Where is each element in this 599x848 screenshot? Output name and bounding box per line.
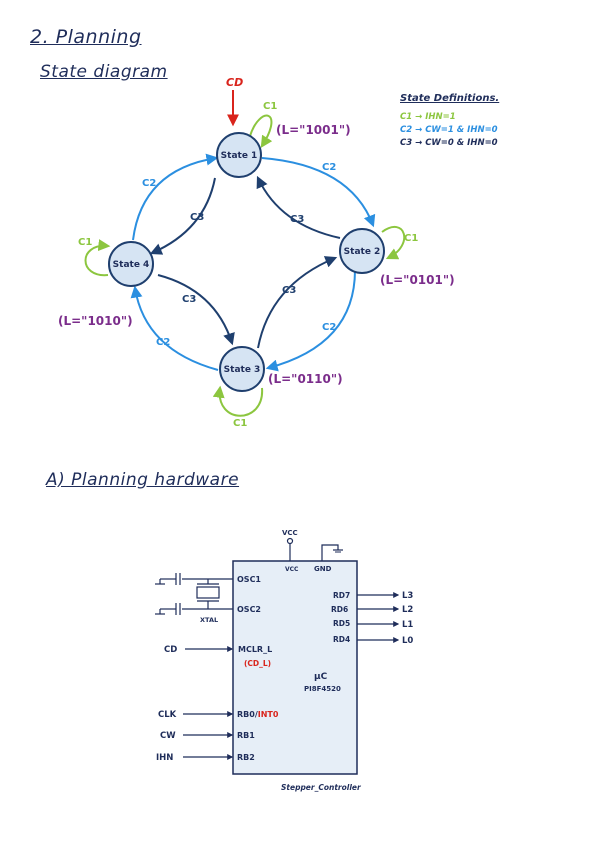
rb0-pin-label: RB0/INT0: [237, 710, 279, 719]
loop-c1-s1: [249, 114, 273, 149]
crystal: [196, 586, 220, 599]
rd5-pin-label: RD5: [333, 619, 350, 628]
gnd-pin-label: GND: [314, 565, 332, 573]
mcu-part-label: PI8F4520: [304, 685, 341, 693]
mclr-note: (CD_L): [244, 659, 271, 668]
osc1-pin-label: OSC1: [237, 575, 261, 584]
definition-c3: C3 → CW=0 & IHN=0: [400, 138, 498, 148]
definition-c1: C1 → IHN=1: [400, 112, 456, 122]
transition-c2-s1-s2: [261, 157, 376, 228]
transition-c3-s1-s4: [149, 177, 216, 255]
loop-c1-s4: [84, 239, 111, 277]
transition-c3-s2-s1: [256, 175, 341, 239]
label-c2-bottom-left: C2: [156, 337, 170, 348]
state-definitions: State Definitions. C1 → IHN=1 C2 → CW=1 …: [400, 92, 499, 150]
state-3-output: (L="0110"): [268, 372, 343, 386]
state-3-node: [219, 346, 265, 392]
transition-c2-s2-s3: [265, 269, 356, 372]
rd4-pin-label: RD4: [333, 635, 350, 644]
label-c3-s4-s3: C3: [182, 294, 196, 305]
state-1-label: State 1: [221, 151, 258, 161]
state-2-output: (L="0101"): [380, 273, 455, 287]
input-ihn-label: IHN: [156, 753, 173, 763]
state-diagram-heading: State diagram: [40, 62, 168, 82]
label-c1-s2: C1: [404, 233, 418, 244]
definition-c2: C2 → CW=1 & IHN=0: [400, 125, 498, 135]
state-4-output: (L="1010"): [58, 314, 133, 328]
rb1-pin-label: RB1: [237, 731, 255, 740]
osc2-pin-label: OSC2: [237, 605, 261, 614]
gnd-wire: [321, 544, 339, 561]
transition-c2-s3-s4: [130, 285, 219, 371]
xtal-label: XTAL: [200, 616, 218, 624]
state-4-label: State 4: [113, 260, 150, 270]
label-c2-top-right: C2: [322, 162, 336, 173]
rd6-pin-label: RD6: [331, 605, 348, 614]
rb2-pin-label: RB2: [237, 753, 255, 762]
label-c3-s3-s2: C3: [282, 285, 296, 296]
chip-caption: Stepper_Controller: [281, 783, 362, 792]
state-2-label: State 2: [344, 247, 381, 257]
input-clk-label: CLK: [158, 710, 177, 720]
vcc-terminal: [286, 537, 294, 545]
reset-label: CD: [226, 76, 243, 89]
label-c1-s4: C1: [78, 237, 92, 248]
state-3-label: State 3: [224, 365, 261, 375]
output-l3-label: L3: [402, 591, 413, 601]
label-c1-s3: C1: [233, 418, 247, 429]
label-c2-bottom-right: C2: [322, 322, 336, 333]
output-l0-label: L0: [402, 636, 413, 646]
rb0-text: RB0/: [237, 710, 258, 719]
mcu-symbol: μC: [314, 672, 328, 682]
definitions-title: State Definitions.: [400, 93, 500, 104]
state-1-node: [216, 132, 262, 178]
input-cd-label: CD: [164, 645, 177, 655]
int0-text: INT0: [258, 710, 279, 719]
microcontroller-chip: [232, 560, 358, 775]
transition-c3-s3-s2: [257, 256, 338, 349]
loop-c1-s2: [381, 225, 406, 260]
label-c3-s2-s1: C3: [290, 214, 304, 225]
loop-c1-s3: [212, 385, 264, 417]
vcc-pin-label: VCC: [285, 566, 299, 573]
state-4-node: [108, 241, 154, 287]
transition-c2-s4-s1: [132, 153, 219, 241]
output-l2-label: L2: [402, 605, 413, 615]
label-c2-top-left: C2: [142, 178, 156, 189]
section-title: 2. Planning: [30, 26, 142, 48]
rd7-pin-label: RD7: [333, 591, 350, 600]
hardware-heading: A) Planning hardware: [46, 470, 240, 490]
vcc-label: VCC: [282, 529, 298, 537]
label-c3-s1-s4: C3: [190, 212, 204, 223]
output-l1-label: L1: [402, 620, 413, 630]
label-c1-s1: C1: [263, 101, 277, 112]
input-cw-label: CW: [160, 731, 176, 741]
transition-c3-s4-s3: [157, 274, 235, 346]
mclr-pin-label: MCLR_L: [238, 645, 272, 654]
state-2-node: [339, 228, 385, 274]
state-1-output: (L="1001"): [276, 123, 351, 137]
